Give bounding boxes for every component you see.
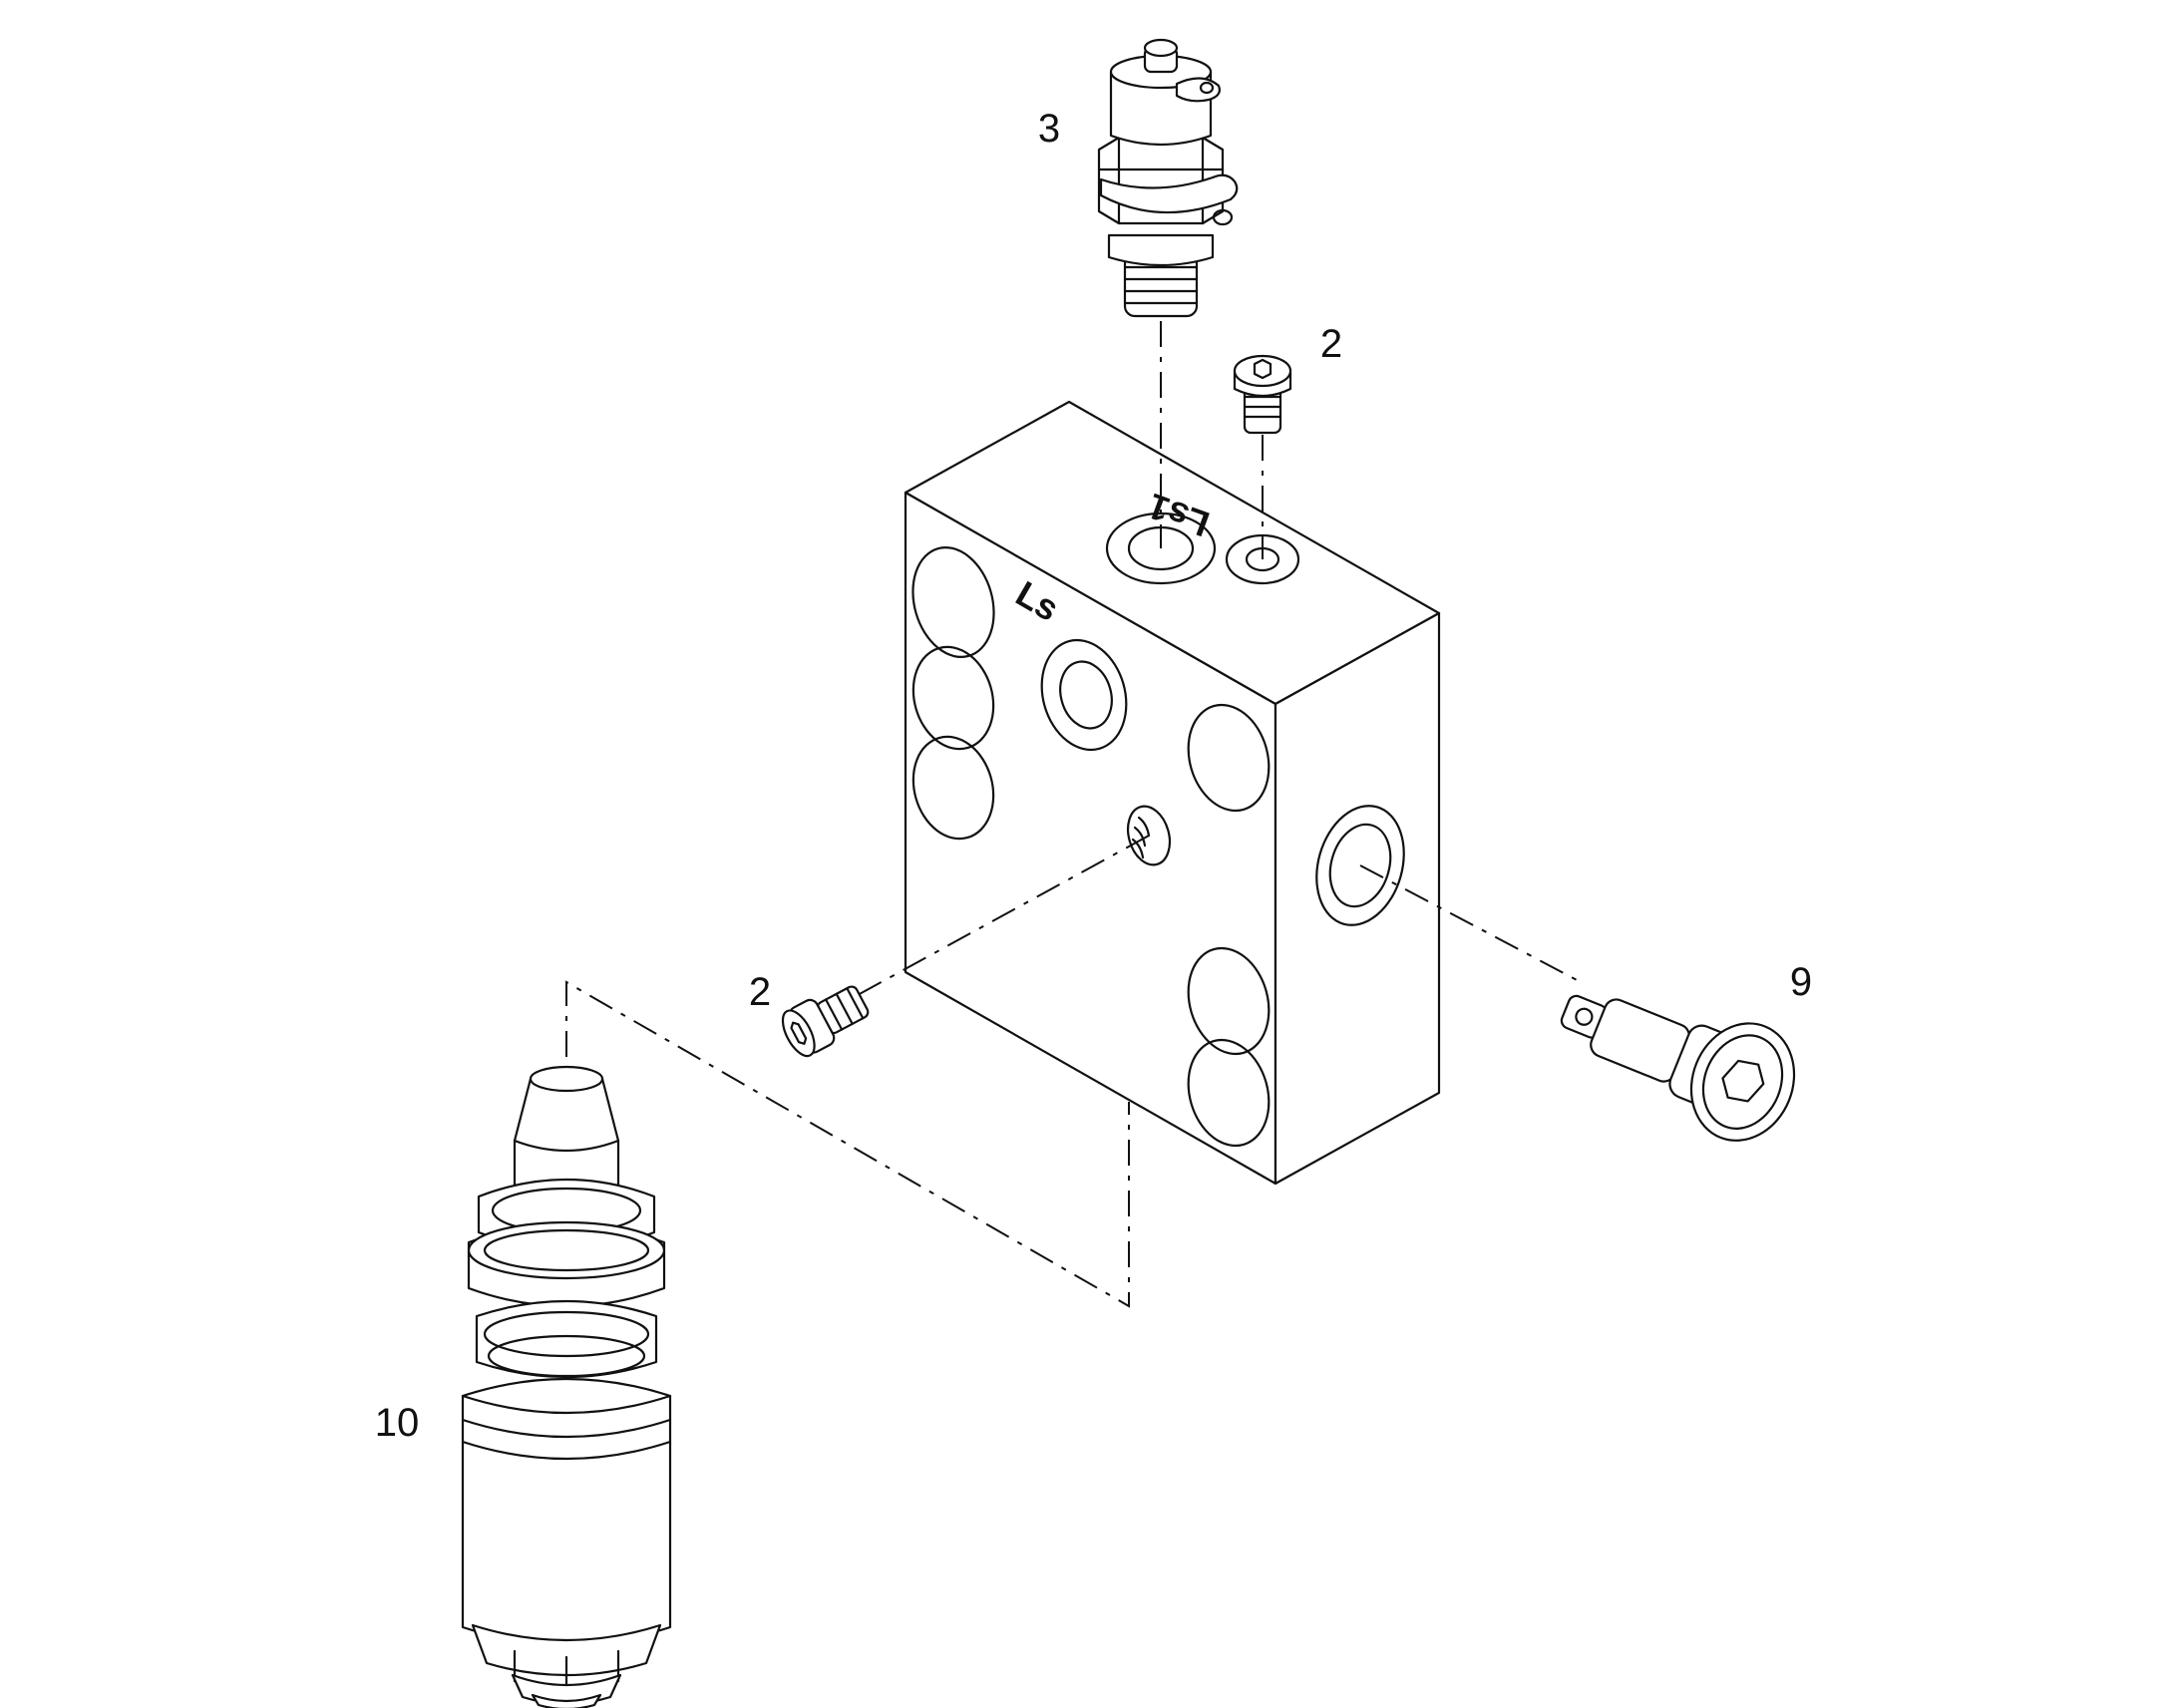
- cartridge-valve-item-9: [1560, 994, 1796, 1142]
- valve-block: Ls1 Ls: [904, 400, 1441, 1186]
- plug-top-item-2: [1233, 354, 1292, 435]
- callout-item-2-top: 2: [1320, 322, 1342, 366]
- assembly-lines: [565, 321, 1582, 1308]
- callout-item-9: 9: [1790, 960, 1812, 1004]
- left-face-threaded-hole: [1126, 805, 1172, 866]
- callout-item-10: 10: [375, 1401, 420, 1445]
- pressure-switch-item-3: [1097, 38, 1239, 318]
- left-face-port-center: [1040, 638, 1128, 752]
- callout-item-2-left: 2: [749, 970, 771, 1014]
- right-face-port: [1315, 805, 1405, 926]
- pressure-cartridge-item-10: [461, 1065, 672, 1708]
- left-face-port-column: [911, 546, 995, 841]
- callout-item-3: 3: [1038, 107, 1060, 151]
- left-face-ports-lower: [1187, 703, 1271, 1148]
- plug-left-item-2: [781, 985, 870, 1058]
